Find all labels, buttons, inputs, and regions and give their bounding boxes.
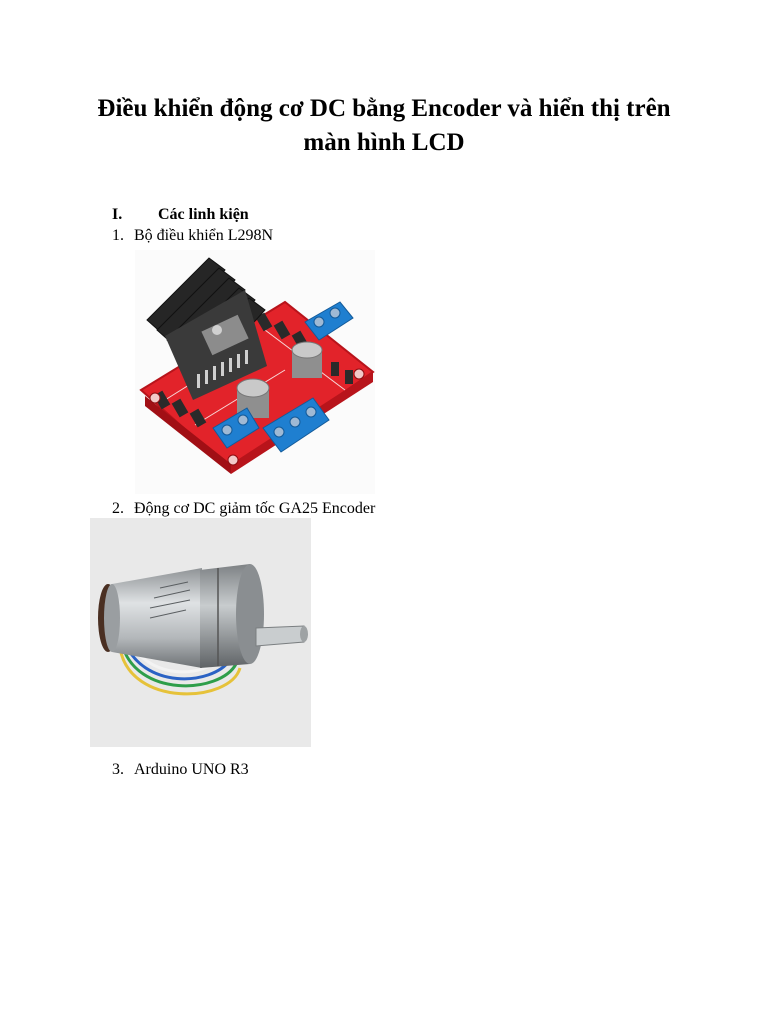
section-heading: I. Các linh kiện [112,205,249,225]
item-label: Động cơ DC giảm tốc GA25 Encoder [134,500,376,517]
item-number: 1. [112,227,124,244]
l298n-board-image [135,250,375,494]
section-number: I. [112,206,123,223]
list-item-arduino: 3. Arduino UNO R3 [112,760,249,780]
item-label: Bộ điều khiển L298N [134,227,274,244]
item-number: 2. [112,500,124,517]
ga25-motor-image [90,518,311,747]
list-item-l298n: 1. Bộ điều khiển L298N [112,226,273,246]
section-label: Các linh kiện [158,206,249,223]
document-title: Điều khiển động cơ DC bằng Encoder và hi… [80,92,688,160]
list-item-ga25-motor: 2. Động cơ DC giảm tốc GA25 Encoder [112,499,375,519]
item-label: Arduino UNO R3 [134,761,249,778]
title-line-2: màn hình LCD [303,129,465,156]
title-line-1: Điều khiển động cơ DC bằng Encoder và hi… [97,95,671,122]
item-number: 3. [112,761,124,778]
